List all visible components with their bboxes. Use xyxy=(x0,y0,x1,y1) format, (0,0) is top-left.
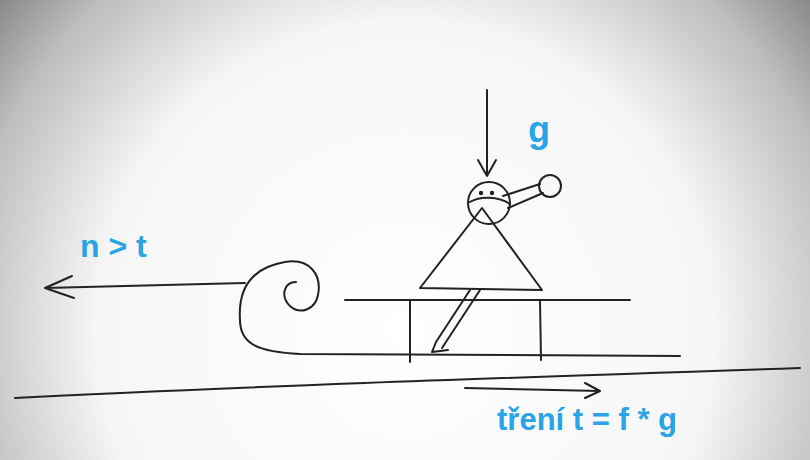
sled-leg xyxy=(410,300,541,362)
body xyxy=(420,208,542,290)
force-label: tření t = f * g xyxy=(497,404,677,435)
sled-runner xyxy=(240,261,680,356)
force-label: g xyxy=(528,112,550,148)
face-line xyxy=(470,198,510,204)
sled-seat xyxy=(345,299,630,301)
leg xyxy=(432,290,480,352)
eye xyxy=(491,192,493,194)
hand xyxy=(539,175,561,197)
pull-arrow xyxy=(45,276,245,298)
force-label: n > t xyxy=(80,230,147,262)
gravity-arrow xyxy=(478,90,496,176)
eye xyxy=(480,192,482,194)
friction-arrow xyxy=(465,383,600,398)
ground-line xyxy=(15,368,800,398)
arm xyxy=(503,184,543,208)
head xyxy=(468,182,510,224)
